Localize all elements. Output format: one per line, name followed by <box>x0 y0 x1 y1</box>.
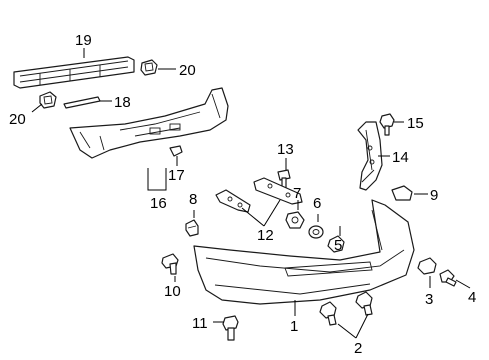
grommet-6 <box>308 225 324 239</box>
bumper-bracket-left <box>215 189 251 213</box>
callout-12: 12 <box>257 227 274 244</box>
bumper-cover <box>193 199 415 305</box>
callout-20-upper: 20 <box>179 62 196 79</box>
clip-9 <box>391 185 413 201</box>
callout-6: 6 <box>313 195 321 212</box>
callout-18: 18 <box>114 94 131 111</box>
bumper-bracket-right <box>253 177 303 205</box>
bumper-clip-upper <box>140 59 158 76</box>
reinforcement-bar <box>13 56 135 89</box>
callout-1: 1 <box>290 318 298 335</box>
callout-3: 3 <box>425 291 433 308</box>
callout-9: 9 <box>430 187 438 204</box>
bolt-11 <box>222 315 239 341</box>
screw-2a <box>319 301 337 326</box>
leader-lines <box>31 48 471 339</box>
push-clip-5 <box>327 235 345 253</box>
callout-16: 16 <box>150 195 167 212</box>
callout-20-lower: 20 <box>9 111 26 128</box>
bumper-clip-lower <box>39 91 57 109</box>
energy-absorber <box>69 87 229 159</box>
callout-15: 15 <box>407 115 424 132</box>
callout-19: 19 <box>75 32 92 49</box>
callout-14: 14 <box>392 149 409 166</box>
callout-11: 11 <box>192 315 208 332</box>
callout-10: 10 <box>164 283 181 300</box>
absorber-clip <box>169 145 183 157</box>
screw-2b <box>355 291 373 316</box>
callout-17: 17 <box>168 167 185 184</box>
callout-4: 4 <box>468 289 476 306</box>
support-rod <box>63 96 101 109</box>
screw-10 <box>161 253 179 275</box>
clip-8 <box>185 219 199 237</box>
bolt-15 <box>379 113 395 136</box>
retainer-nut-7 <box>285 211 305 229</box>
callout-5: 5 <box>334 237 342 254</box>
side-retainer <box>357 121 383 191</box>
callout-2: 2 <box>354 340 362 357</box>
screw-4 <box>439 269 457 287</box>
callout-13: 13 <box>277 141 294 158</box>
mounting-bolt-13 <box>277 169 291 189</box>
callout-8: 8 <box>189 191 197 208</box>
callout-7: 7 <box>293 185 301 202</box>
callout-labels: 1 2 3 4 5 6 7 8 9 10 11 12 13 14 15 16 1… <box>9 32 476 357</box>
clip-3 <box>417 257 437 275</box>
